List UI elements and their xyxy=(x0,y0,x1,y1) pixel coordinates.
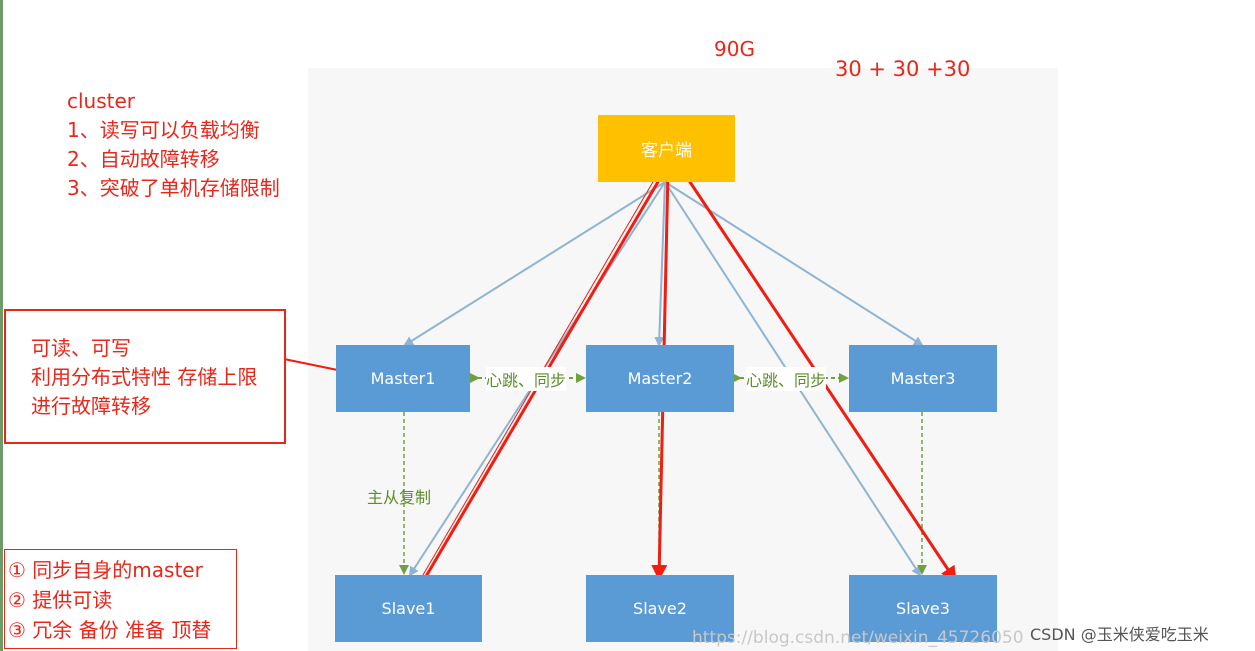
client-node: 客户端 xyxy=(598,115,735,182)
arrow-client-master1 xyxy=(403,181,666,347)
arrow-client-master2 xyxy=(654,181,666,347)
slave-note-line-2: ② 提供可读 xyxy=(8,588,113,612)
cluster-item-2: 2、自动故障转移 xyxy=(67,147,220,171)
heartbeat-label-1: 心跳、同步 xyxy=(486,367,567,391)
replication-label: 主从复制 xyxy=(367,488,432,507)
heartbeat-label-2: 心跳、同步 xyxy=(746,367,827,391)
split-size-note: 30 + 30 +30 xyxy=(835,57,971,81)
slave-note-line-3: ③ 冗余 备份 准备 顶替 xyxy=(8,618,212,642)
cluster-title: cluster xyxy=(67,89,136,113)
master-note-line-2: 利用分布式特性 存储上限 xyxy=(31,365,258,389)
watermark-url: https://blog.csdn.net/weixin_45726050 xyxy=(692,628,1024,648)
slave3-node: Slave3 xyxy=(849,575,997,642)
left-edge-rule xyxy=(0,0,3,651)
master-note-box xyxy=(4,309,286,444)
master3-node: Master3 xyxy=(849,345,997,412)
slave-note-box xyxy=(4,549,237,649)
slave-note-line-1: ① 同步自身的master xyxy=(8,558,203,582)
slave2-node: Slave2 xyxy=(586,575,734,642)
slave1-node: Slave1 xyxy=(335,575,482,642)
master-note-line-3: 进行故障转移 xyxy=(31,394,151,418)
master-note-line-1: 可读、可写 xyxy=(31,336,131,360)
arrow-client-master3 xyxy=(664,181,924,347)
master1-node: Master1 xyxy=(336,345,470,412)
total-size-note: 90G xyxy=(714,37,755,61)
master2-node: Master2 xyxy=(586,345,734,412)
csdn-credit: CSDN @玉米侠爱吃玉米 xyxy=(1030,625,1209,644)
cluster-item-3: 3、突破了单机存储限制 xyxy=(67,176,280,200)
cluster-item-1: 1、读写可以负载均衡 xyxy=(67,118,260,142)
